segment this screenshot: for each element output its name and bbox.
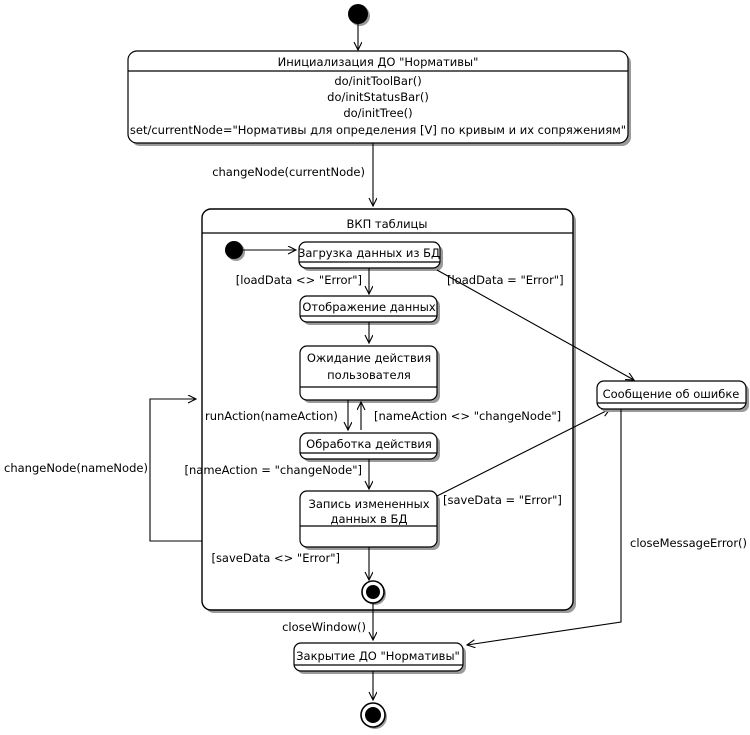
composite-state-table [201,208,576,613]
transition-load-to-error [436,269,634,380]
transition-composite-selfloop-changenode [149,399,202,542]
initial-state-inner [225,241,245,261]
transition-label-closemessageerror: closeMessageError() [630,536,747,550]
transition-error-to-close [467,409,622,645]
state-load-data-title: Загрузка данных из БД [298,246,440,260]
guard-nameaction-ne: [nameAction <> "changeNode"] [374,409,561,423]
state-save-data-title-line2: данных в БД [331,512,408,526]
guard-savedata-err: [saveData = "Error"] [443,493,562,507]
guard-loaddata-err: [loadData = "Error"] [447,273,564,287]
transition-label-runaction: runAction(nameAction) [205,409,338,423]
guard-loaddata-ok: [loadData <> "Error"] [236,273,362,287]
state-init-action-3: set/currentNode="Нормативы для определен… [130,123,626,137]
composite-state-title: ВКП таблицы [347,217,428,231]
state-load-data [298,241,443,271]
transition-label-closewindow: closeWindow() [282,620,366,634]
state-process-action [299,432,440,462]
guard-nameaction-eq: [nameAction = "changeNode"] [185,463,362,477]
final-state [360,702,387,729]
state-show-data [299,295,440,325]
state-init-action-0: do/initToolBar() [334,74,421,88]
guard-savedata-ok: [saveData <> "Error"] [211,551,340,565]
state-process-action-title: Обработка действия [306,437,432,451]
state-init [127,50,631,146]
state-close-title: Закрытие ДО "Нормативы" [296,649,460,663]
state-init-title: Инициализация ДО "Нормативы" [278,55,479,69]
state-wait-action [299,345,440,403]
initial-state-start [348,4,370,26]
transition-label-changenode-current: changeNode(currentNode) [212,165,365,179]
state-init-action-2: do/initTree() [343,106,412,120]
state-close [293,642,466,674]
state-save-data [299,490,440,550]
state-show-data-title: Отображение данных [302,300,436,314]
state-save-data-title-line1: Запись измененных [308,497,429,511]
state-init-action-1: do/initStatusBar() [327,90,429,104]
state-error-message [596,380,749,412]
state-wait-action-title-line1: Ожидание действия [307,351,431,365]
transition-label-changenode-name: changeNode(nameNode) [4,461,148,475]
transition-save-to-error [436,409,610,497]
state-error-message-title: Сообщение об ошибке [603,387,740,401]
state-wait-action-title-line2: пользователя [327,368,411,382]
